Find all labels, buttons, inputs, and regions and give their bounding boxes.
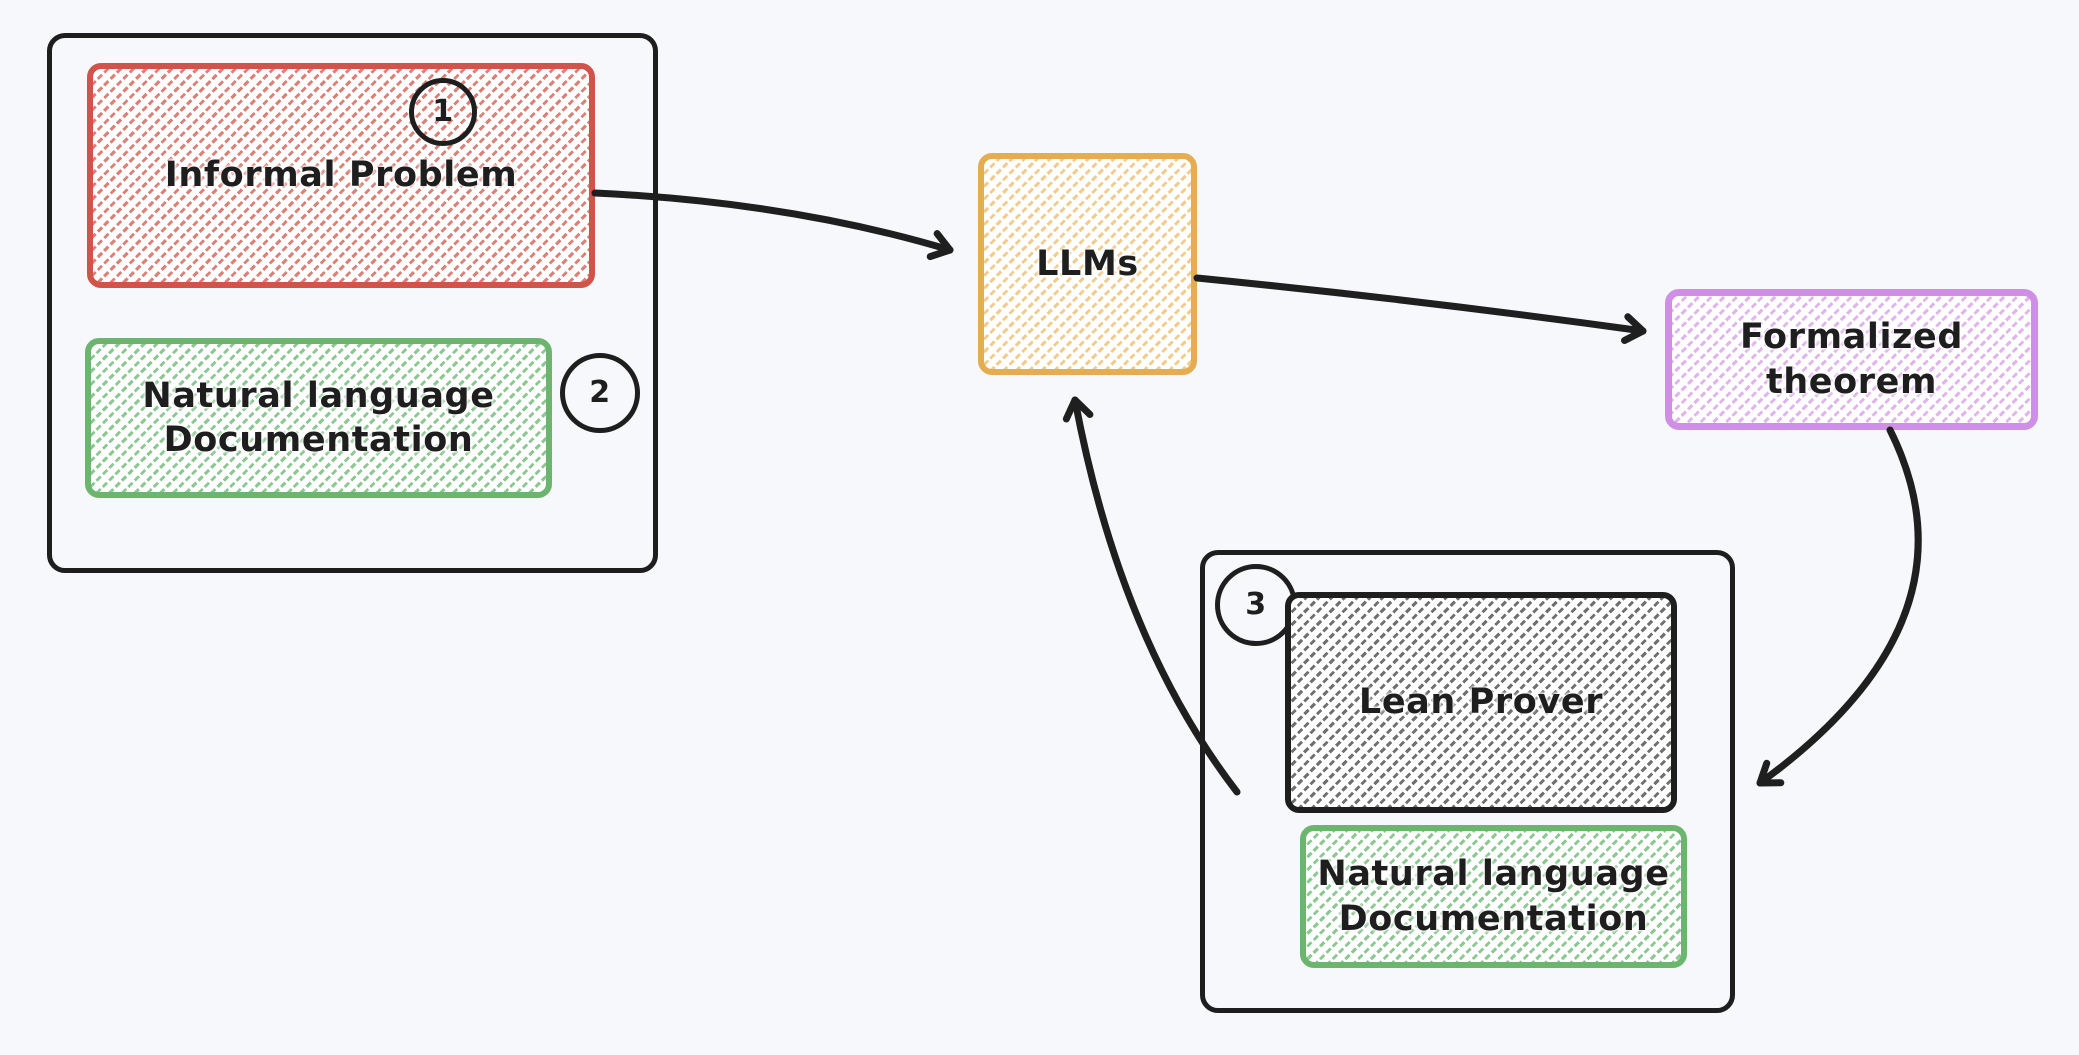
input-group-container bbox=[47, 33, 658, 573]
nl-documentation-input-box: Natural language Documentation bbox=[85, 338, 552, 498]
step-1-badge: 1 bbox=[409, 78, 477, 146]
step-1-badge-label: 1 bbox=[432, 94, 454, 130]
formalized-theorem-box: Formalized theorem bbox=[1665, 289, 2038, 430]
llms-box: LLMs bbox=[978, 153, 1197, 375]
nl-documentation-prover-box: Natural language Documentation bbox=[1300, 825, 1687, 968]
arrow-llms-to-formalized-theorem bbox=[1193, 274, 1647, 345]
nl-documentation-input-label: Natural language Documentation bbox=[142, 375, 495, 460]
informal-problem-label: Informal Problem bbox=[164, 155, 518, 196]
arrow-formalized-theorem-to-prover-container bbox=[1756, 426, 1922, 787]
nl-documentation-prover-label: Natural language Documentation bbox=[1317, 854, 1670, 939]
formalized-theorem-label: Formalized theorem bbox=[1739, 317, 1964, 402]
llms-label: LLMs bbox=[1036, 243, 1139, 284]
step-2-badge: 2 bbox=[560, 353, 640, 433]
step-2-badge-label: 2 bbox=[589, 375, 611, 411]
lean-prover-label: Lean Prover bbox=[1358, 682, 1604, 723]
informal-problem-box: Informal Problem bbox=[87, 63, 595, 288]
lean-prover-box: Lean Prover bbox=[1285, 592, 1677, 813]
step-3-badge-label: 3 bbox=[1245, 587, 1267, 623]
